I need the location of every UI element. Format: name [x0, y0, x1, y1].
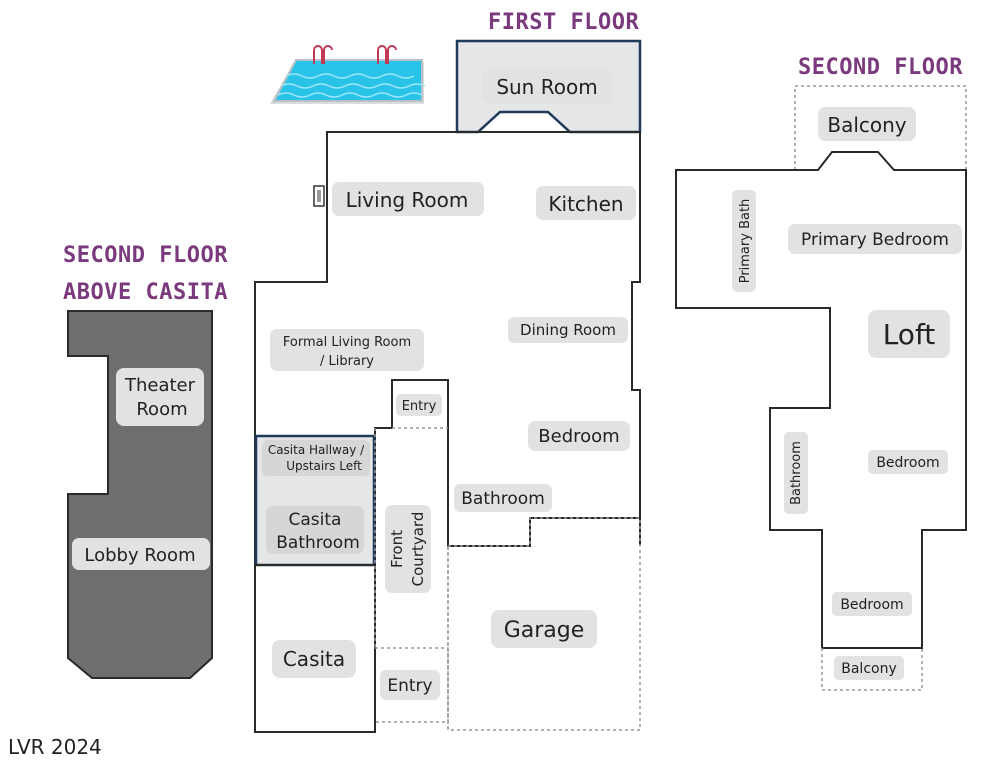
watermark: LVR 2024: [8, 735, 102, 759]
balcony-top-label: Balcony: [827, 113, 906, 137]
front-courtyard-label-1: Front: [388, 530, 406, 568]
above-casita-heading-line1: SECOND FLOOR: [63, 243, 228, 268]
second-floor-plan: [675, 85, 967, 691]
living-room-label: Living Room: [346, 188, 469, 212]
sun-room-label: Sun Room: [496, 75, 597, 99]
theater-room-label-1: Theater: [124, 375, 196, 396]
formal-living-label-1: Formal Living Room: [283, 335, 411, 350]
bedroom-low-label: Bedroom: [840, 597, 903, 613]
balcony-top-outline: [794, 85, 967, 170]
bedroom-label: Bedroom: [538, 426, 619, 447]
casita-bathroom-label-1: Casita: [289, 510, 342, 530]
entry-bottom-label: Entry: [387, 676, 432, 696]
pool-icon: [270, 45, 426, 104]
second-floor-outline: [675, 151, 967, 649]
theater-room-label-2: Room: [136, 399, 187, 420]
bathroom-label: Bathroom: [461, 489, 545, 509]
garage-label: Garage: [504, 618, 585, 643]
casita-hallway-label-1: Casita Hallway /: [268, 443, 365, 457]
loft-label: Loft: [883, 318, 936, 351]
bedroom-mid-label: Bedroom: [876, 455, 939, 471]
second-floor-bathroom-label: Bathroom: [789, 441, 804, 505]
casita-outline: [254, 564, 376, 733]
balcony-bottom-outline: [821, 648, 923, 691]
primary-bath-label: Primary Bath: [738, 199, 753, 284]
primary-bedroom-label: Primary Bedroom: [801, 230, 949, 250]
balcony-bottom-label: Balcony: [841, 661, 897, 677]
front-courtyard-label-2: Courtyard: [409, 512, 427, 587]
formal-living-label-2: / Library: [320, 354, 374, 369]
above-casita-heading-line2: ABOVE CASITA: [63, 280, 228, 305]
entry-top-label: Entry: [402, 399, 437, 414]
second-floor-heading: SECOND FLOOR: [798, 55, 963, 80]
above-casita-outline: [67, 310, 213, 679]
dining-room-label: Dining Room: [520, 321, 616, 339]
garage-outline: [447, 517, 641, 731]
casita-label: Casita: [283, 647, 345, 671]
lobby-room-label: Lobby Room: [84, 545, 195, 566]
casita-hallway-label-2: Upstairs Left: [286, 459, 362, 473]
kitchen-label: Kitchen: [548, 192, 623, 216]
first-floor-heading: FIRST FLOOR: [488, 10, 639, 35]
casita-bathroom-label-2: Bathroom: [276, 533, 360, 553]
